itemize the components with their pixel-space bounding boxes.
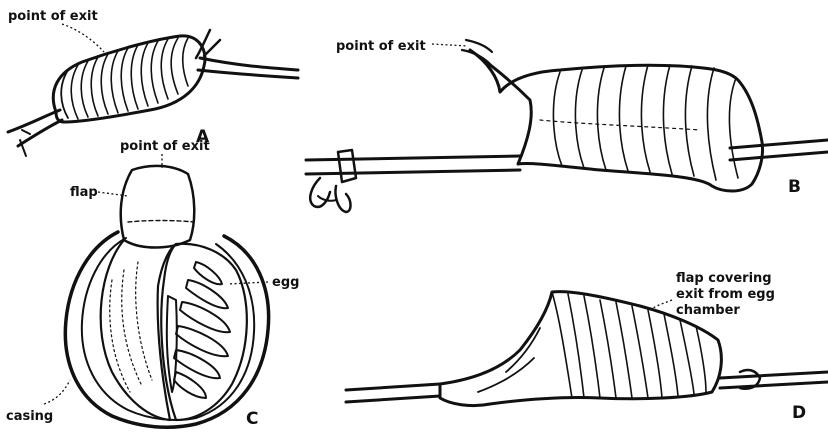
- panel-c-body: [101, 240, 176, 420]
- egg: [194, 262, 222, 284]
- panel-d-letter: D: [792, 403, 806, 423]
- panel-a-twig: [8, 30, 298, 156]
- panel-a-exit-leader: [62, 24, 104, 52]
- panel-b-letter: B: [788, 177, 801, 197]
- panel-b-point-of-exit-label: point of exit: [336, 39, 426, 54]
- panel-a-egg-case: [53, 36, 205, 122]
- panel-c-egg-chamber: [161, 244, 247, 420]
- panel-c-point-of-exit-label: point of exit: [120, 139, 210, 154]
- egg: [167, 296, 177, 392]
- panel-c-letter: C: [246, 409, 258, 429]
- panel-c-flap: [121, 166, 195, 248]
- egg: [174, 372, 206, 398]
- panel-a-point-of-exit-label: point of exit: [8, 9, 98, 24]
- panel-c-casing-leader: [44, 380, 70, 404]
- panel-c-casing-label: casing: [6, 409, 53, 424]
- panel-d-flap-label-line2: exit from egg: [676, 287, 775, 302]
- panel-c: point of exit flap egg casing C: [6, 139, 299, 429]
- panel-d-flap-label-line3: chamber: [676, 303, 740, 318]
- panel-c-flap-label: flap: [70, 185, 98, 200]
- panel-b-egg-case: [462, 40, 763, 191]
- panel-a: point of exit A: [8, 9, 298, 156]
- panel-b: point of exit B: [306, 39, 828, 212]
- panel-d: flap covering exit from egg chamber D: [346, 271, 828, 423]
- panel-b-exit-leader: [432, 44, 468, 46]
- panel-d-flap-label-line1: flap covering: [676, 271, 772, 286]
- panel-c-egg-label: egg: [272, 275, 299, 290]
- panel-b-twig: [306, 140, 828, 212]
